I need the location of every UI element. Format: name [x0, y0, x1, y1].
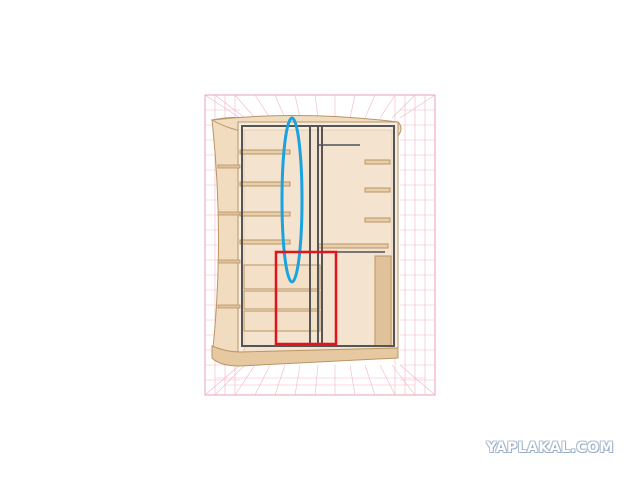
door-frames	[241, 125, 395, 347]
watermark-text: YAPLAKAL.COM	[486, 440, 614, 456]
blue-highlight-ellipse	[280, 116, 304, 284]
left-shelves	[239, 149, 291, 245]
drawers	[243, 264, 321, 332]
plinth	[211, 345, 399, 367]
outer-side-shelves	[217, 164, 241, 309]
wardrobe	[210, 114, 402, 367]
room-grid	[204, 94, 436, 396]
red-highlight-rectangle	[274, 250, 338, 346]
